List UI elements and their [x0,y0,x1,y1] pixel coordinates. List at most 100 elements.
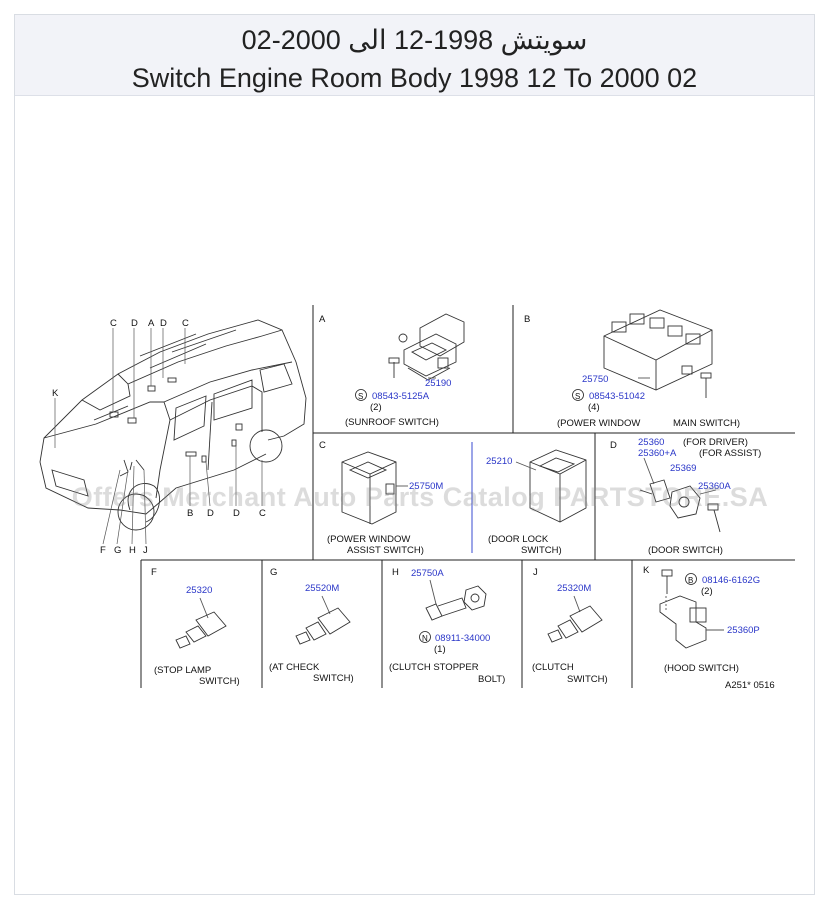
panel-j: J 25320M (CLUTCH SWITCH) [532,567,608,685]
vehicle-label-bottom: F [100,545,106,556]
part-number: 25360A [698,481,731,492]
bolt-symbol-icon [685,573,697,585]
panel-caption: (STOP LAMP [154,665,211,676]
panel-k: K B 08146-6162G (2) 25360P (HOOD SWITCH) [643,565,760,674]
part-note: (FOR DRIVER) [683,437,748,448]
clutch-switch-drawing [547,595,603,643]
panel-caption: (DOOR LOCK [488,534,549,545]
vehicle-label-bottom: G [114,545,121,556]
vehicle-label-bottom: H [129,545,136,556]
page-frame [14,14,815,895]
quantity: (2) [370,402,382,413]
power-window-main-switch-drawing [603,309,713,398]
panel-h: H 25750A N 08911-34000 (1) (CLUTCH STOPP… [389,567,505,685]
vehicle-label-top: D [160,318,167,329]
stop-lamp-switch-drawing [175,597,227,649]
panel-b-letter: B [524,314,530,325]
nut-symbol: N [422,634,428,643]
part-number: 25320M [557,583,591,594]
part-number: 25360 [638,437,664,448]
door-lock-switch-drawing [515,449,587,523]
panel-caption: SWITCH) [521,545,562,556]
quantity: (2) [701,586,713,597]
panel-a-letter: A [319,314,326,325]
vehicle-labels: C D A D C K F G H J B D D C [52,318,266,556]
part-number: 25750A [411,568,444,579]
part-note: (FOR ASSIST) [699,448,761,459]
panel-b: B 25750 S 08543-51042 (4) (POWER WINDOW … [524,309,740,429]
bolt-symbol: B [688,576,693,585]
panel-g: G 25520M (AT CHECK SWITCH) [269,567,354,684]
panel-caption: (CLUTCH [532,662,574,673]
screw-symbol: S [575,392,580,401]
panel-h-letter: H [392,567,399,578]
sunroof-switch-drawing [388,313,465,381]
screw-symbol-icon [355,389,367,401]
at-check-switch-drawing [295,595,351,645]
panel-d: D 25360 (FOR DRIVER) 25360+A (FOR ASSIST… [610,437,761,556]
part-number: 25520M [305,583,339,594]
part-number: 25750M [409,481,443,492]
vehicle-label-top: C [110,318,117,329]
panel-f-letter: F [151,567,157,578]
panel-caption: SWITCH) [199,676,240,687]
vehicle-label-lower: D [233,508,240,519]
panel-caption: (POWER WINDOW [557,418,640,429]
part-number: 08911-34000 [435,633,490,644]
part-number: 08543-5125A [372,391,430,402]
vehicle-label-top: D [131,318,138,329]
panel-caption: BOLT) [478,674,505,685]
page-header: سويتش 1998-12 الى 2000-02 Switch Engine … [15,15,814,96]
vehicle-label-top: C [182,318,189,329]
panel-caption: (POWER WINDOW [327,534,410,545]
title-english: Switch Engine Room Body 1998 12 To 2000 … [131,63,698,93]
part-number: 25210 [486,456,512,467]
nut-symbol-icon [419,631,431,643]
reference-code: A251* 0516 [725,680,775,691]
panel-c-letter: C [319,440,326,451]
panel-caption: (DOOR SWITCH) [648,545,723,556]
panel-caption: SWITCH) [567,674,608,685]
quantity: (1) [434,644,446,655]
screw-symbol: S [358,392,363,401]
title-arabic: سويتش 1998-12 الى 2000-02 [241,25,588,55]
vehicle-label-top: A [148,318,155,329]
vehicle-label-lower: C [259,508,266,519]
panel-g-letter: G [270,567,277,578]
vehicle-label-lower: D [207,508,214,519]
panel-caption: (HOOD SWITCH) [664,663,739,674]
panel-caption: MAIN SWITCH) [673,418,740,429]
panel-caption: (CLUTCH STOPPER [389,662,479,673]
door-switch-drawing [639,457,721,533]
vehicle-leader-lines [54,328,263,545]
part-number: 25369 [670,463,696,474]
part-number: 25360+A [638,448,677,459]
part-number: 25320 [186,585,212,596]
hood-switch-drawing [659,569,724,649]
watermark: Offers Merchant Auto Parts Catalog PARTS… [71,482,769,512]
vehicle-label-side: K [52,388,59,399]
vehicle-label-lower: B [187,508,193,519]
part-number: 08543-51042 [589,391,645,402]
quantity: (4) [588,402,600,413]
panel-a: A 25190 S 08543-5125A (2) (SUNROOF SWITC… [319,313,465,428]
power-window-assist-switch-drawing [341,451,408,525]
panel-caption: (AT CHECK [269,662,320,673]
panel-caption: SWITCH) [313,673,354,684]
panel-caption: ASSIST SWITCH) [347,545,424,556]
part-number: 25360P [727,625,760,636]
screw-symbol-icon [572,389,584,401]
clutch-stopper-bolt-drawing [425,579,487,621]
panel-d-letter: D [610,440,617,451]
part-number: 25190 [425,378,451,389]
vehicle-drawing [39,319,307,531]
vehicle-label-bottom: J [143,545,148,556]
panel-k-letter: K [643,565,650,576]
panel-j-letter: J [533,567,538,578]
panel-c: C 25750M (POWER WINDOW ASSIST SWITCH) 25… [319,440,587,556]
part-number: 25750 [582,374,608,385]
panel-f: F 25320 (STOP LAMP SWITCH) [151,567,240,687]
panel-caption: (SUNROOF SWITCH) [345,417,439,428]
part-number: 08146-6162G [702,575,760,586]
